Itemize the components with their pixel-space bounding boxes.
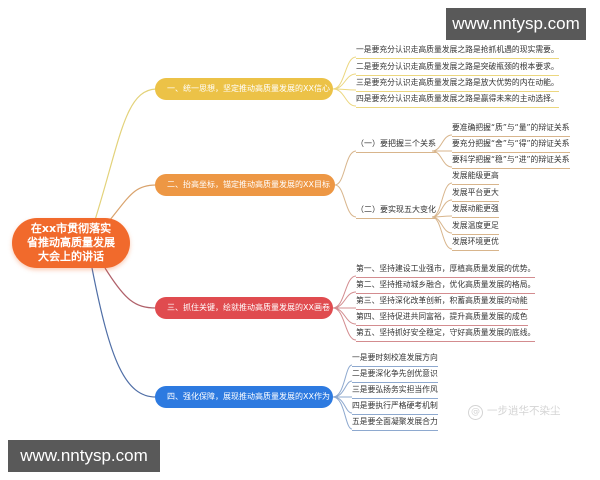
root-title-line-1: 在xx市贯彻落实 (30, 222, 112, 235)
at-icon: @ (468, 405, 483, 420)
leaf-1-3[interactable]: 三是要充分认识走高质量发展之路是放大优势的内在动能。 (356, 77, 559, 92)
leaf-2-2-5[interactable]: 发展环境更优 (452, 236, 499, 251)
leaf-2-1-3[interactable]: 要科学把握“稳”与“进”的辩证关系 (452, 154, 570, 169)
leaf-4-3[interactable]: 三是要弘扬务实担当作风 (352, 384, 438, 399)
leaf-2-1-2[interactable]: 要充分把握“舍”与“得”的辩证关系 (452, 138, 570, 153)
leaf-3-5[interactable]: 第五、坚持抓好安全稳定，守好高质量发展的底线。 (356, 327, 536, 342)
sub-node-2-1[interactable]: （一）要把握三个关系 (356, 138, 436, 153)
leaf-1-4[interactable]: 四是要充分认识走高质量发展之路是赢得未来的主动选择。 (356, 93, 559, 108)
leaf-4-5[interactable]: 五是要全面凝聚发展合力 (352, 416, 438, 431)
root-node[interactable]: 在xx市贯彻落实 省推动高质量发展 大会上的讲话 (12, 218, 130, 268)
branch-node-1[interactable]: 一、统一思想，坚定推动高质量发展的XX信心 (155, 78, 333, 100)
leaf-2-1-1[interactable]: 要准确把握“质”与“量”的辩证关系 (452, 122, 570, 137)
leaf-3-4[interactable]: 第四、坚持促进共同富裕，提升高质量发展的成色 (356, 311, 528, 326)
credit-text: 一步逍华不染尘 (487, 405, 561, 417)
leaf-2-2-4[interactable]: 发展温度更足 (452, 220, 499, 235)
watermark-top: www.nntysp.com (446, 8, 586, 40)
leaf-4-1[interactable]: 一是要时刻校准发展方向 (352, 352, 438, 367)
watermark-bottom: www.nntysp.com (8, 440, 160, 472)
root-title-line-3: 大会上的讲话 (38, 250, 104, 263)
leaf-1-2[interactable]: 二是要充分认识走高质量发展之路是突破瓶颈的根本要求。 (356, 61, 559, 76)
leaf-3-1[interactable]: 第一、坚持建设工业强市，厚植高质量发展的优势。 (356, 263, 536, 278)
leaf-4-2[interactable]: 二是要深化争先创优意识 (352, 368, 438, 383)
branch-node-4[interactable]: 四、强化保障，展现推动高质量发展的XX作为 (155, 386, 333, 408)
author-credit: @ 一步逍华不染尘 (468, 403, 561, 420)
branch-node-2[interactable]: 二、抬高坐标，锚定推动高质量发展的XX目标 (155, 174, 335, 196)
leaf-2-2-1[interactable]: 发展能级更高 (452, 170, 499, 185)
branch-node-3[interactable]: 三、抓住关键，绘就推动高质量发展的XX画卷 (155, 297, 333, 319)
leaf-1-1[interactable]: 一是要充分认识走高质量发展之路是抢抓机遇的现实需要。 (356, 44, 559, 59)
leaf-2-2-2[interactable]: 发展平台更大 (452, 187, 499, 202)
root-title-line-2: 省推动高质量发展 (27, 236, 115, 249)
leaf-2-2-3[interactable]: 发展动能更强 (452, 203, 499, 218)
leaf-3-2[interactable]: 第二、坚持推动城乡融合，优化高质量发展的格局。 (356, 279, 536, 294)
sub-node-2-2[interactable]: （二）要实现五大变化 (356, 204, 436, 219)
leaf-4-4[interactable]: 四是要执行严格硬考机制 (352, 400, 438, 415)
leaf-3-3[interactable]: 第三、坚持深化改革创新，积蓄高质量发展的动能 (356, 295, 528, 310)
